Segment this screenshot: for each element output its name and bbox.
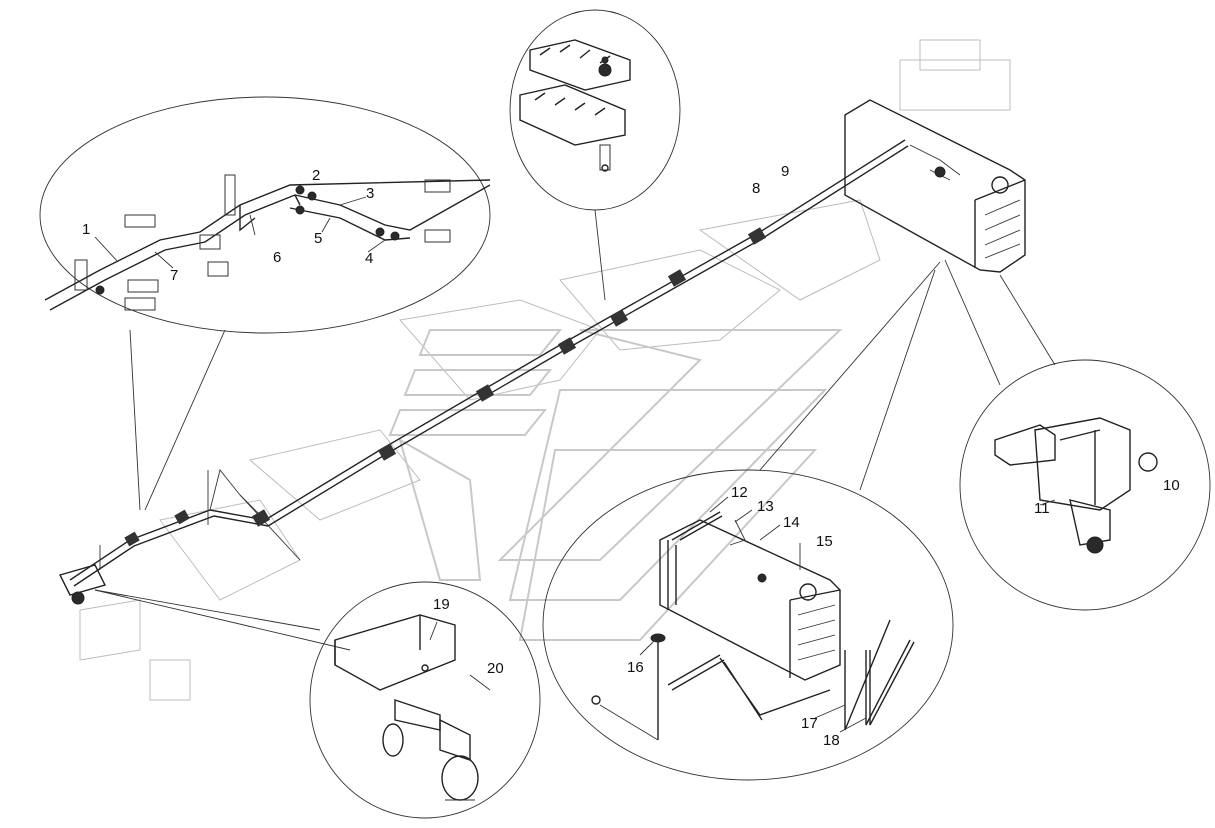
front-valve-assembly: [58, 470, 209, 605]
part-labels: 1 2 3 4 5 6 7 8 9 10 11 12 13 14 15 16 1…: [82, 163, 1180, 749]
detail-callout-clamp-block: [509, 9, 681, 301]
part-label-18: 18: [823, 732, 840, 749]
part-label-4: 4: [365, 250, 373, 267]
part-label-9: 9: [781, 163, 789, 180]
part-label-14: 14: [783, 514, 800, 531]
part-label-7: 7: [170, 267, 178, 284]
part-label-17: 17: [801, 715, 818, 732]
part-label-15: 15: [816, 533, 833, 550]
main-fuel-line: [69, 139, 909, 587]
part-label-12: 12: [731, 484, 748, 501]
part-label-3: 3: [366, 185, 374, 202]
part-label-13: 13: [757, 498, 774, 515]
part-label-1: 1: [82, 221, 90, 238]
part-label-19: 19: [433, 596, 450, 613]
part-label-2: 2: [312, 167, 320, 184]
part-label-6: 6: [273, 249, 281, 266]
part-label-20: 20: [487, 660, 504, 677]
line-clamps: [124, 227, 767, 547]
detail-callout-fuel-tank: [542, 261, 954, 781]
detail-callout-bracket-valve: [94, 581, 541, 819]
part-label-8: 8: [752, 180, 760, 197]
part-label-5: 5: [314, 230, 322, 247]
watermark-logo: [388, 329, 843, 641]
detail-callout-line-joints: [39, 96, 491, 511]
part-label-16: 16: [627, 659, 644, 676]
part-label-11: 11: [1034, 500, 1050, 517]
detail-callout-fuel-valve: [944, 259, 1211, 611]
part-label-10: 10: [1163, 477, 1180, 494]
rear-fuel-tank: [844, 99, 1026, 273]
